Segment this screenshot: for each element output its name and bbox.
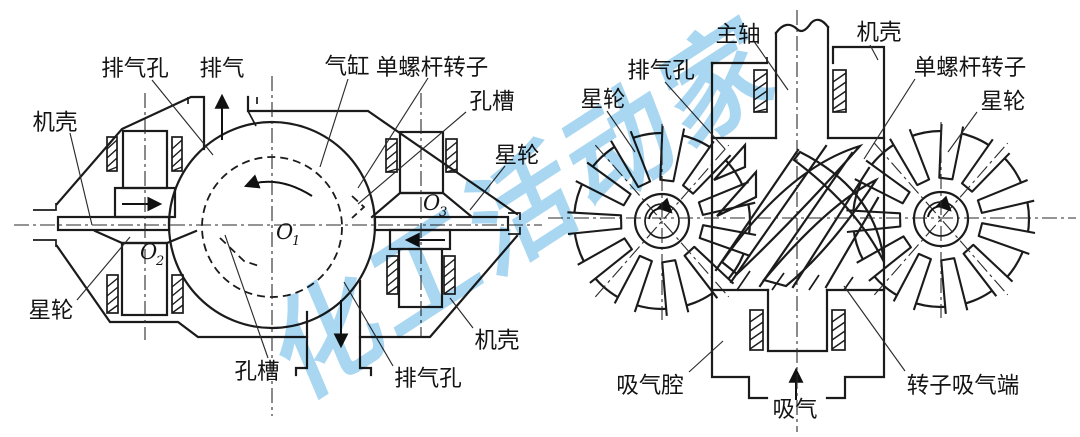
right-view-labels: 主轴 机壳 排气孔 星轮 单螺杆转子 星轮 吸气腔 吸气 转子吸气端 (580, 20, 1026, 423)
label-exhaust-port-right-view: 排气孔 (627, 58, 695, 84)
label-exhaust-port-bottom: 排气孔 (394, 366, 462, 392)
screw-rotor-helix (713, 142, 886, 291)
leader-lines (69, 39, 978, 373)
center-o3: O (423, 191, 440, 215)
label-exhaust-port-top: 排气孔 (101, 56, 169, 82)
label-main-shaft: 主轴 (715, 22, 760, 48)
star-wheel-right-gear (846, 123, 1036, 314)
center-o1-sub: 1 (292, 234, 300, 249)
casing-outline-left-view (55, 95, 519, 377)
label-rotor-suction-end: 转子吸气端 (907, 373, 1020, 399)
center-o3-sub: 3 (439, 205, 447, 220)
bearing-blocks (106, 69, 847, 351)
center-o2: O (140, 240, 157, 264)
label-exhaust-flow: 排气 (199, 56, 244, 82)
label-cylinder: 气缸 (324, 54, 369, 80)
label-star-wheel-lower-left: 星轮 (28, 298, 73, 324)
label-slot-bottom: 孔槽 (234, 359, 279, 385)
rotor-groove-notch-right (351, 195, 366, 219)
center-o1: O (276, 220, 293, 244)
left-view-labels: 排气孔 排气 气缸 单螺杆转子 孔槽 机壳 星轮 星轮 孔槽 排气孔 机壳 O … (28, 54, 539, 392)
label-star-wheel-right: 星轮 (980, 89, 1025, 115)
label-screw-rotor-left-view: 单螺杆转子 (376, 55, 489, 81)
label-casing-upper-left: 机壳 (32, 110, 77, 136)
label-casing-lower-right: 机壳 (474, 328, 519, 354)
label-star-wheel-left: 星轮 (580, 87, 625, 113)
label-suction-chamber: 吸气腔 (616, 373, 684, 399)
main-shaft (774, 18, 830, 140)
label-star-wheel-upper-right: 星轮 (494, 143, 539, 169)
label-slot-top: 孔槽 (469, 89, 514, 115)
center-o2-sub: 2 (155, 254, 164, 269)
casing-outline-right-view (710, 45, 886, 292)
label-casing-right-view: 机壳 (856, 20, 901, 46)
rotor-groove-notch-left (219, 237, 260, 267)
centerlines (14, 10, 1076, 432)
label-screw-rotor-right-view: 单螺杆转子 (914, 55, 1027, 81)
label-suction-flow: 吸气 (772, 397, 817, 423)
rotation-arrow (243, 174, 313, 197)
